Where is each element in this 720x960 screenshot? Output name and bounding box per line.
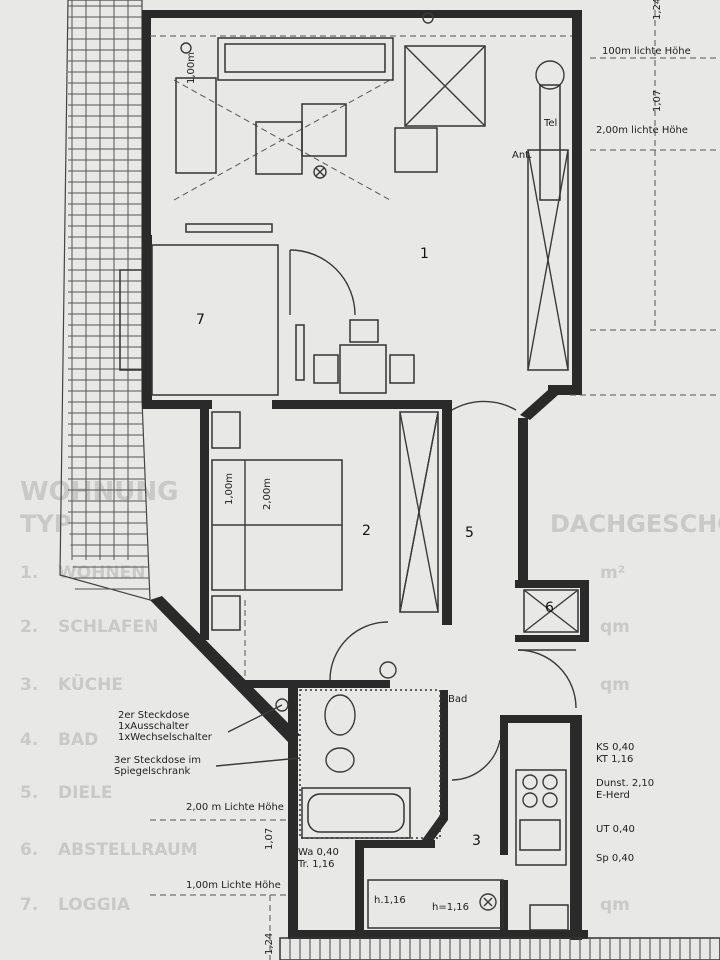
dashed-lines bbox=[150, 0, 720, 960]
note-steckdose-1: 2er Steckdose bbox=[118, 710, 189, 721]
table-row-name: SCHLAFEN bbox=[58, 617, 158, 637]
room-number-2: 2 bbox=[362, 523, 371, 539]
table-row-name: DIELE bbox=[58, 783, 113, 803]
roof-hatching bbox=[59, 0, 151, 601]
table-row-num: 6. bbox=[20, 840, 38, 860]
table-row-name: WOHNEN bbox=[58, 563, 146, 583]
doors bbox=[329, 400, 577, 781]
table-row-name: KÜCHE bbox=[58, 673, 123, 695]
table-row-num: 4. bbox=[20, 730, 38, 750]
label-wa: Wa 0,40 bbox=[298, 847, 339, 858]
label-dim-107-top: 1,07 bbox=[652, 90, 663, 112]
label-h116-a: h.1,16 bbox=[374, 895, 406, 906]
table-title-1: WOHNUNG bbox=[20, 477, 179, 507]
label-sofa-100: 1,00m bbox=[186, 52, 197, 84]
table-row-num: 7. bbox=[20, 895, 38, 915]
label-height-100-bottom: 1,00m Lichte Höhe bbox=[186, 880, 281, 891]
bathroom bbox=[275, 661, 441, 839]
table-row-area: qm bbox=[600, 895, 630, 915]
note-steckdose-3: 1xWechselschalter bbox=[118, 732, 213, 743]
walls bbox=[142, 10, 589, 940]
room-number-1: 1 bbox=[420, 246, 429, 262]
kitchen bbox=[367, 769, 569, 931]
label-tel: Tel bbox=[543, 118, 557, 129]
note-spiegel-1: 3er Steckdose im bbox=[114, 755, 201, 766]
table-title-2: TYP bbox=[20, 510, 71, 538]
room-number-5: 5 bbox=[465, 525, 474, 541]
leader-lines bbox=[215, 704, 301, 767]
note-spiegel-2: Spiegelschrank bbox=[114, 766, 191, 777]
room-number-3: 3 bbox=[472, 833, 481, 849]
label-height-200-top: 2,00m lichte Höhe bbox=[596, 125, 688, 136]
label-sp: Sp 0,40 bbox=[596, 853, 634, 864]
room-number-7: 7 bbox=[196, 312, 205, 328]
label-kt: KT 1,16 bbox=[596, 754, 633, 765]
table-row-num: 5. bbox=[20, 783, 38, 803]
table-row-area: m² bbox=[600, 563, 625, 583]
table-row-num: 3. bbox=[20, 675, 38, 695]
label-tr: Tr. 1,16 bbox=[297, 859, 334, 870]
table-title-3: DACHGESCHOSS bbox=[550, 510, 720, 538]
living-room-furniture bbox=[175, 12, 569, 394]
label-dunst: Dunst. 2,10 bbox=[596, 778, 654, 789]
table-row-name: LOGGIA bbox=[58, 895, 131, 915]
table-row-area: qm bbox=[600, 675, 630, 695]
label-ut: UT 0,40 bbox=[596, 824, 635, 835]
label-bed-100: 1,00m bbox=[224, 473, 235, 505]
label-ant: Ant. bbox=[512, 150, 532, 161]
label-height-200-bottom: 2,00 m Lichte Höhe bbox=[186, 802, 284, 813]
note-steckdose-2: 1xAusschalter bbox=[118, 721, 190, 732]
label-ks: KS 0,40 bbox=[596, 742, 634, 753]
label-eherd: E-Herd bbox=[596, 790, 630, 801]
annotations: 100m lichte Höhe 2,00m lichte Höhe 1,07 … bbox=[114, 0, 691, 955]
label-dim-107-bottom: 1,07 bbox=[264, 828, 275, 850]
table-row-num: 1. bbox=[20, 563, 38, 583]
table-row-name: BAD bbox=[58, 730, 98, 750]
label-height-100-top: 100m lichte Höhe bbox=[602, 46, 691, 57]
stairs-bottom bbox=[279, 937, 720, 960]
table-row-num: 2. bbox=[20, 617, 38, 637]
background-table: WOHNUNG TYP DACHGESCHOSS 1. WOHNEN m² 2.… bbox=[20, 477, 720, 915]
bedroom-furniture bbox=[211, 411, 439, 631]
room-numbers: 1 7 2 5 6 3 bbox=[196, 246, 554, 849]
table-row-area: qm bbox=[600, 617, 630, 637]
label-bad: Bad bbox=[448, 694, 467, 705]
label-bed-200: 2,00m bbox=[262, 478, 273, 510]
label-dim-124-top: 1,24 bbox=[652, 0, 663, 20]
room-number-6: 6 bbox=[545, 600, 554, 616]
label-h116-b: h=1,16 bbox=[432, 902, 469, 913]
label-dim-124-bottom: 1,24 bbox=[264, 933, 275, 955]
storage-room bbox=[523, 589, 579, 633]
table-row-name: ABSTELLRAUM bbox=[58, 840, 198, 860]
loggia-room bbox=[119, 244, 356, 396]
